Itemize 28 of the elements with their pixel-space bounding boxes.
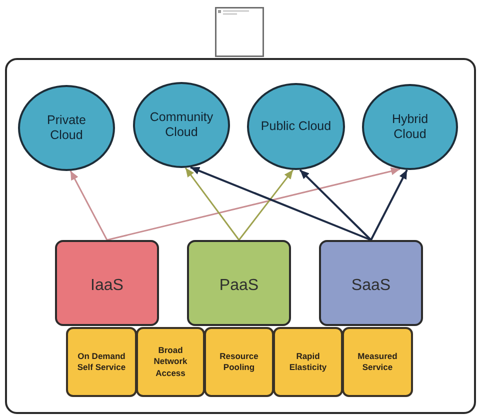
characteristic-box: [273, 327, 343, 397]
arrow: [106, 167, 400, 241]
node-label: Private Cloud: [46, 113, 87, 143]
node-label: Broad Network Access: [152, 345, 188, 379]
arrow: [238, 169, 294, 240]
node-label: SaaS: [351, 276, 391, 295]
node-label: Public Cloud: [260, 119, 332, 134]
node-label: Measured Service: [356, 350, 398, 374]
arrow: [70, 170, 108, 240]
arrow: [370, 169, 408, 240]
characteristic-box: [342, 327, 413, 397]
service-model-box: [319, 240, 423, 326]
node-label: Resource Pooling: [218, 350, 260, 374]
node-label: Community Cloud: [148, 110, 214, 140]
arrow: [184, 167, 240, 240]
arrow: [190, 166, 372, 241]
node-label: PaaS: [219, 276, 259, 295]
container-frame: [5, 58, 476, 414]
node-label: On Demand Self Service: [76, 350, 127, 374]
service-model-box: [187, 240, 291, 326]
characteristic-box: [204, 327, 274, 397]
node-label: Hybrid Cloud: [390, 112, 430, 142]
node-label: IaaS: [90, 276, 124, 295]
service-model-box: [55, 240, 159, 326]
node-label: Rapid Elasticity: [288, 350, 328, 374]
characteristic-box: [136, 327, 205, 397]
characteristic-box: [66, 327, 137, 397]
arrow: [299, 169, 372, 241]
